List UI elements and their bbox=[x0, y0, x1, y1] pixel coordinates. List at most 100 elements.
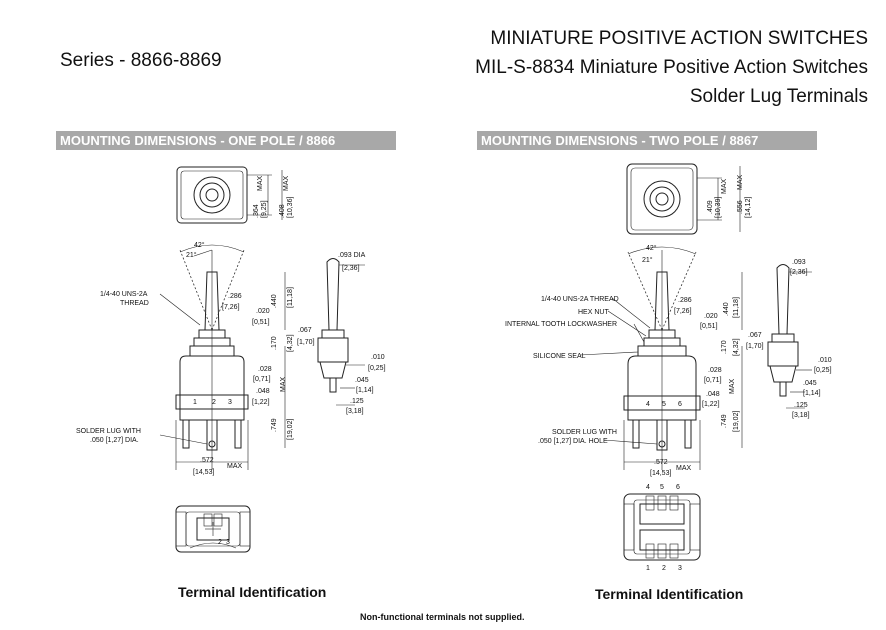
side2-236: [2,36] bbox=[790, 269, 808, 276]
lug2-label-1: SOLDER LUG WITH bbox=[552, 429, 617, 436]
dim2-286: .286 bbox=[678, 297, 692, 304]
series-label: Series - 8866-8869 bbox=[60, 50, 222, 71]
bottom2-terminal-2: 2 bbox=[662, 565, 666, 572]
callout-hex-nut: HEX NUT bbox=[578, 309, 609, 316]
side-010: .010 bbox=[371, 354, 385, 361]
dim2-1039: [10,39] bbox=[715, 197, 722, 218]
terminal-6: 6 bbox=[678, 401, 682, 408]
callout-silicone-seal: SILICONE SEAL bbox=[533, 353, 586, 360]
dim-364: .364 bbox=[253, 204, 260, 218]
title-line-1: MINIATURE POSITIVE ACTION SWITCHES bbox=[490, 28, 868, 49]
one-pole-top-view bbox=[176, 166, 283, 224]
dim-122: [1,22] bbox=[252, 399, 270, 406]
section-header-one-pole: MOUNTING DIMENSIONS - ONE POLE / 8866 bbox=[56, 131, 396, 150]
thread-label-1: 1/4-40 UNS-2A bbox=[100, 291, 148, 298]
two-pole-side-view bbox=[767, 264, 812, 409]
dim-286: .286 bbox=[228, 293, 242, 300]
side2-318: [3,18] bbox=[792, 412, 810, 419]
side-045: .045 bbox=[355, 377, 369, 384]
dim-max-d: MAX bbox=[227, 463, 243, 470]
bottom2-terminal-3: 3 bbox=[678, 565, 682, 572]
dim2-max-a: MAX bbox=[721, 179, 728, 195]
dim2-max-b: MAX bbox=[737, 175, 744, 191]
terminal-identification-one-pole: Terminal Identification bbox=[178, 584, 327, 600]
dim-440: .440 bbox=[271, 294, 278, 308]
two-pole-bottom-view bbox=[623, 493, 701, 561]
dim2-170: .170 bbox=[721, 340, 728, 354]
side2-067: .067 bbox=[748, 332, 762, 339]
terminal-4: 4 bbox=[646, 401, 650, 408]
lug-label-2: .050 [1,27] DIA. bbox=[90, 437, 139, 444]
side2-093: .093 bbox=[792, 259, 806, 266]
callout-thread: 1/4-40 UNS-2A THREAD bbox=[541, 296, 619, 303]
two-pole-front-view bbox=[579, 246, 743, 470]
dim-020: .020 bbox=[256, 308, 270, 315]
side-236: [2,36] bbox=[342, 265, 360, 272]
side-093: .093 DIA bbox=[338, 252, 366, 259]
angle-21: 21° bbox=[186, 251, 197, 259]
dim-051: [0,51] bbox=[252, 319, 270, 326]
dim2-1453: [14,53] bbox=[650, 470, 671, 477]
dim2-020: .020 bbox=[704, 313, 718, 320]
bottom2-terminal-5: 5 bbox=[660, 484, 664, 491]
dim-726: [7,26] bbox=[222, 304, 240, 311]
dim-071: [0,71] bbox=[253, 376, 271, 383]
angle-42: 42° bbox=[194, 241, 205, 249]
dim-048: .048 bbox=[256, 388, 270, 395]
dim-408: .408 bbox=[279, 204, 286, 218]
side2-114: [1,14] bbox=[803, 390, 821, 397]
section-header-two-pole: MOUNTING DIMENSIONS - TWO POLE / 8867 bbox=[477, 131, 817, 150]
thread-label-2: THREAD bbox=[120, 300, 149, 307]
dim2-1902: [19,02] bbox=[733, 411, 740, 432]
dim-1453: [14,53] bbox=[193, 469, 214, 476]
dim-028: .028 bbox=[258, 366, 272, 373]
dim-432: [4,32] bbox=[287, 334, 294, 352]
one-pole-front-view bbox=[159, 244, 286, 470]
side-114: [1,14] bbox=[356, 387, 374, 394]
dim-max-c: MAX bbox=[280, 377, 287, 393]
bottom-terminal-3: 3 bbox=[226, 539, 230, 546]
side-067: .067 bbox=[298, 327, 312, 334]
dim-1118: [11,18] bbox=[287, 287, 294, 308]
dim-925: [9,25] bbox=[261, 200, 268, 218]
side-125: .125 bbox=[350, 398, 364, 405]
dim2-051: [0,51] bbox=[700, 323, 718, 330]
callout-lockwasher: INTERNAL TOOTH LOCKWASHER bbox=[505, 321, 617, 328]
dim2-726: [7,26] bbox=[674, 308, 692, 315]
side2-125: .125 bbox=[794, 402, 808, 409]
lug2-label-2: .050 [1,27] DIA. HOLE bbox=[538, 438, 608, 445]
angle2-42: 42° bbox=[646, 244, 657, 252]
page-title: MINIATURE POSITIVE ACTION SWITCHES MIL-S… bbox=[475, 24, 868, 111]
side-170: [1,70] bbox=[297, 339, 315, 346]
title-line-2: MIL-S-8834 Miniature Positive Action Swi… bbox=[475, 57, 868, 78]
dim-max-a: MAX bbox=[257, 176, 264, 192]
title-line-3: Solder Lug Terminals bbox=[689, 86, 868, 107]
dim2-max-d: MAX bbox=[676, 465, 692, 472]
side-318: [3,18] bbox=[346, 408, 364, 415]
dim2-572: .572 bbox=[654, 459, 668, 466]
terminal-2: 2 bbox=[212, 399, 216, 406]
dim2-1412: [14,12] bbox=[745, 197, 752, 218]
dim2-028: .028 bbox=[708, 367, 722, 374]
bottom2-terminal-1: 1 bbox=[646, 565, 650, 572]
side2-010: .010 bbox=[818, 357, 832, 364]
dim-572: .572 bbox=[200, 457, 214, 464]
dim2-556: .556 bbox=[737, 200, 744, 214]
lug-label-1: SOLDER LUG WITH bbox=[76, 428, 141, 435]
dim2-071: [0,71] bbox=[704, 377, 722, 384]
dim2-max-c: MAX bbox=[729, 379, 736, 395]
dim2-122: [1,22] bbox=[702, 401, 720, 408]
footnote: Non-functional terminals not supplied. bbox=[360, 612, 525, 622]
side2-045: .045 bbox=[803, 380, 817, 387]
bottom2-terminal-4: 4 bbox=[646, 484, 650, 491]
bottom2-terminal-6: 6 bbox=[676, 484, 680, 491]
terminal-identification-two-pole: Terminal Identification bbox=[595, 586, 744, 602]
dim2-432: [4,32] bbox=[733, 338, 740, 356]
dim-max-b: MAX bbox=[283, 176, 290, 192]
terminal-5: 5 bbox=[662, 401, 666, 408]
dim-1036: [10,36] bbox=[287, 197, 294, 218]
dim-1902: [19,02] bbox=[287, 419, 294, 440]
dim-749: .749 bbox=[271, 418, 278, 432]
one-pole-bottom-view bbox=[175, 505, 251, 553]
